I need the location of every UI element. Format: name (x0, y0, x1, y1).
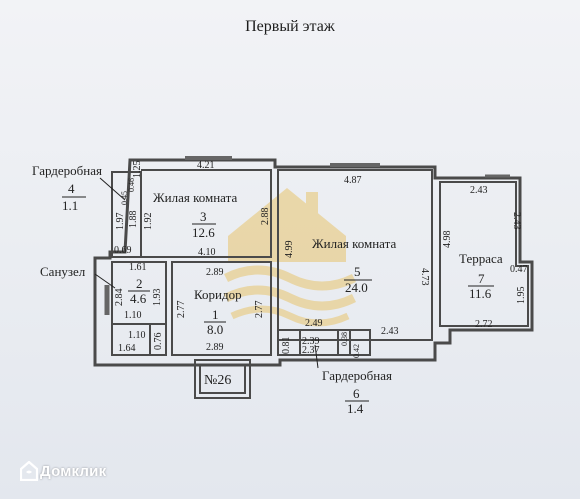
dim-label: 1.88 (128, 211, 139, 229)
wall-living-1 (141, 169, 272, 258)
living-1-area: 12.6 (192, 225, 215, 240)
watermark-text: Домклик (40, 463, 107, 480)
wall-wardrobe-left (111, 171, 142, 258)
outer-wall-main (93, 158, 534, 367)
living-1-name: Жилая комната (153, 190, 237, 205)
wardrobe-bottom-area: 1.4 (347, 401, 364, 416)
bathroom-area: 4.6 (130, 291, 147, 306)
dim-label: 0.76 (153, 333, 164, 351)
dim-label: 0.46 (127, 178, 136, 192)
dim-label: 4.73 (419, 268, 430, 286)
wardrobe-bottom-name: Гардеробная (322, 368, 392, 383)
dim-label: 1.10 (124, 310, 142, 321)
dim-label: 2.43 (511, 212, 522, 230)
terrace-name: Терраса (459, 251, 503, 266)
dim-label: 1.92 (143, 213, 154, 231)
dim-label: 2.77 (176, 301, 187, 319)
dim-label: 2.43 (381, 326, 399, 337)
wardrobe-left-number: 4 (68, 181, 75, 196)
dim-label: 0.38 (340, 332, 349, 346)
dim-label: 4.99 (284, 241, 295, 259)
dim-label: 0.42 (352, 344, 361, 358)
dim-label: 4.87 (344, 175, 362, 186)
dim-label: 2.84 (114, 289, 125, 307)
dim-label: 1.95 (516, 287, 527, 305)
wardrobe-left-area: 1.1 (62, 198, 78, 213)
dim-label: 1.61 (129, 262, 147, 273)
living-2-area: 24.0 (345, 280, 368, 295)
dim-label: 4.98 (442, 231, 453, 249)
wall-corridor (171, 261, 272, 356)
corridor-area: 8.0 (207, 322, 223, 337)
dim-label: 1.93 (152, 289, 163, 307)
dim-label: 2.88 (260, 208, 271, 226)
dim-label: 2.89 (206, 267, 224, 278)
living-2-number: 5 (354, 264, 361, 279)
dim-label: 2.37 (302, 345, 320, 356)
dim-label: 0.47 (510, 264, 528, 275)
watermark-logo (223, 188, 357, 327)
domclick-logo-icon (20, 461, 38, 481)
dim-label: 2.77 (254, 301, 265, 319)
wardrobe-left-name: Гардеробная (32, 163, 102, 178)
dim-label: 1.10 (128, 330, 146, 341)
living-2-name: Жилая комната (312, 236, 396, 251)
dim-label: 4.21 (197, 160, 215, 171)
dim-label: 2.89 (206, 342, 224, 353)
corridor-name: Коридор (194, 287, 242, 302)
dim-label: 4.10 (198, 247, 216, 258)
page-title: Первый этаж (245, 18, 335, 35)
corridor-number: 1 (212, 307, 219, 322)
dim-label: 1.64 (118, 343, 136, 354)
wall-living-2 (277, 169, 433, 341)
dim-label: 2.49 (305, 318, 323, 329)
wall-terrace (439, 181, 529, 327)
living-1-number: 3 (200, 209, 207, 224)
dim-label: 2.39 (302, 336, 320, 347)
porch-label: №26 (204, 373, 231, 388)
dim-label: 2.72 (475, 319, 493, 330)
terrace-area: 11.6 (469, 286, 492, 301)
porch (194, 359, 251, 399)
dim-label: 0.81 (281, 337, 292, 355)
dim-label: 0.69 (114, 245, 132, 256)
dim-label: 2.43 (470, 185, 488, 196)
wall-wardrobe-bottom (277, 329, 371, 356)
dim-label: 0.45 (120, 191, 129, 205)
wardrobe-bottom-number: 6 (353, 386, 360, 401)
terrace-number: 7 (478, 271, 485, 286)
dim-label: 1.97 (115, 213, 126, 231)
dim-label: 1.25 (132, 161, 143, 179)
bathroom-number: 2 (136, 276, 143, 291)
bathroom-name: Санузел (40, 264, 86, 279)
